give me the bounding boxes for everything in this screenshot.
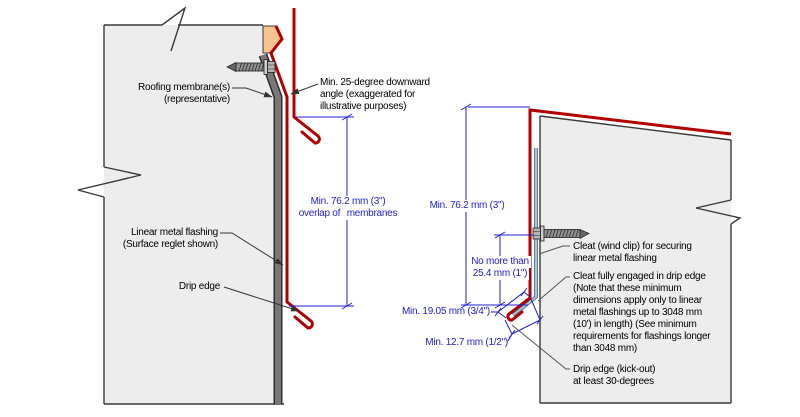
cleat-engaged-note-line6: requirements for flashings longer <box>573 331 711 342</box>
right-wall <box>539 115 742 404</box>
cleat-engaged-note-line2: (Note that these minimum <box>573 283 682 294</box>
left-upper-flashing <box>292 8 321 145</box>
linear-metal-flashing-label-line1: Linear metal flashing <box>130 227 218 238</box>
roofing-membrane-label-line1: Roofing membrane(s) <box>138 82 230 93</box>
right-leader-lines <box>511 245 570 370</box>
downward-angle-note-line1: Min. 25-degree downward <box>320 77 430 88</box>
kickout-leader <box>511 324 570 370</box>
cleat-offset-dimension-line2: 25.4 mm (1") <box>470 268 530 280</box>
roofing-membrane-label-line2: (representative) <box>163 94 230 105</box>
dimension-lines <box>289 103 544 342</box>
kickout-dimension-label: Min. 19.05 mm (3/4") <box>401 306 490 317</box>
downward-angle-note: Min. 25-degree downward angle (exaggerat… <box>320 77 470 113</box>
drip-edge-label: Drip edge <box>178 281 220 292</box>
drip-edge-kickout-label: Drip edge (kick-out) at least 30-degrees <box>573 364 713 388</box>
hem-dimension-label: Min. 12.7 mm (1/2") <box>425 337 508 348</box>
height-dimension-label: Min. 76.2 mm (3") <box>427 200 507 212</box>
right-screw-fastener <box>532 225 590 242</box>
right-cleat <box>511 148 538 317</box>
drip-edge-leader <box>223 286 300 312</box>
linear-metal-flashing-label: Linear metal flashing (Surface reglet sh… <box>88 227 218 251</box>
right-drip-edge-kickout <box>506 296 532 322</box>
cleat-engaged-leader <box>537 276 570 302</box>
drip-edge-kickout-label-line1: Drip edge (kick-out) <box>573 364 656 375</box>
cleat-offset-dimension-line1: No more than <box>469 256 531 268</box>
linear-metal-flashing-label-line2: (Surface reglet shown) <box>122 239 218 250</box>
cleat-label-line2: linear metal flashing <box>573 253 657 264</box>
left-linear-metal-flashing <box>269 25 314 330</box>
downward-angle-note-line2: angle (exaggerated for <box>320 89 416 100</box>
cleat-offset-dimension-label: No more than 25.4 mm (1") <box>445 256 555 280</box>
left-upper-drip-edge <box>292 115 321 145</box>
overlap-dimension-label: Min. 76.2 mm (3") overlap of membranes <box>288 196 408 220</box>
overlap-dimension-line2: overlap of <box>296 208 343 220</box>
cleat-engaged-note-line5: (10') in length) (See minimum <box>573 319 697 330</box>
left-wall <box>77 6 284 405</box>
left-leader-lines <box>220 83 319 312</box>
cleat-engaged-note-line1: Cleat fully engaged in drip edge <box>573 271 706 282</box>
cleat-label-line1: Cleat (wind clip) for securing <box>573 241 692 252</box>
flashing-leader <box>220 232 284 266</box>
cleat-engaged-note: Cleat fully engaged in drip edge (Note t… <box>573 271 738 355</box>
overlap-dimension-line1: Min. 76.2 mm (3") <box>308 196 388 208</box>
drip-edge-kickout-label-line2: at least 30-degrees <box>573 376 654 387</box>
left-drip-edge <box>285 300 314 330</box>
membrane-leader <box>232 87 273 98</box>
cleat-engaged-note-line7: than 3048 mm) <box>573 343 638 354</box>
left-screw-fastener <box>226 59 276 75</box>
cleat-engaged-note-line4: metal flashings up to 3048 mm <box>573 307 702 318</box>
cleat-leader <box>538 245 570 255</box>
overlap-dimension-line3: membranes <box>344 208 400 220</box>
cleat-engaged-note-line3: dimensions apply only to linear <box>573 295 702 306</box>
roofing-membrane-label: Roofing membrane(s) (representative) <box>100 82 230 106</box>
cleat-label: Cleat (wind clip) for securing linear me… <box>573 241 733 265</box>
downward-angle-note-line3: illustrative purposes) <box>320 101 407 112</box>
angle-leader <box>290 83 319 95</box>
